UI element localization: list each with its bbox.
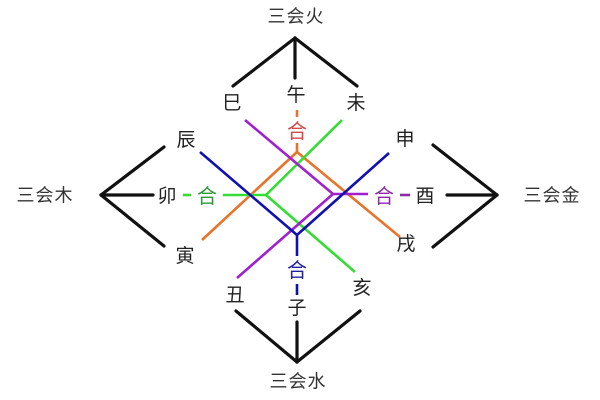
wood-group-connector xyxy=(99,145,166,248)
branch-xu: 戌 xyxy=(396,233,415,255)
combination-label-purple: 合 xyxy=(374,184,394,208)
group-label-fire: 三会火 xyxy=(268,7,325,28)
group-label-wood: 三会木 xyxy=(17,186,74,207)
combination-label-orange: 合 xyxy=(287,119,307,143)
branch-mao: 卯 xyxy=(157,185,176,207)
combination-label-green: 合 xyxy=(197,184,217,208)
branch-wei: 未 xyxy=(346,92,365,114)
green-combination-lines xyxy=(183,119,356,273)
branch-si: 巳 xyxy=(222,92,241,114)
group-label-metal: 三会金 xyxy=(524,186,581,207)
combination-label-blue: 合 xyxy=(287,258,307,282)
metal-group-connector xyxy=(431,143,499,249)
branch-yin: 寅 xyxy=(175,245,194,267)
group-label-water: 三会水 xyxy=(270,372,327,393)
branch-zi: 子 xyxy=(287,297,306,319)
branch-shen: 申 xyxy=(395,128,414,150)
blue-combination-lines xyxy=(199,151,390,295)
branch-hai: 亥 xyxy=(352,277,371,299)
purple-combination-lines xyxy=(236,119,368,279)
branch-chou: 丑 xyxy=(225,284,244,306)
water-group-connector xyxy=(234,309,362,364)
fire-group-connector xyxy=(231,36,359,88)
branch-wu: 午 xyxy=(286,84,305,106)
branch-chen: 辰 xyxy=(176,129,195,151)
branch-you: 酉 xyxy=(415,185,434,207)
